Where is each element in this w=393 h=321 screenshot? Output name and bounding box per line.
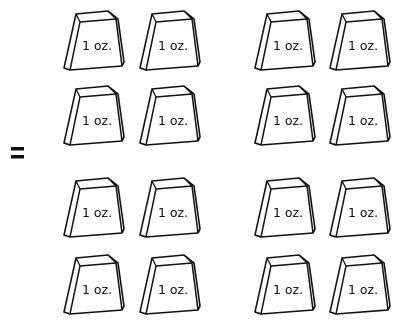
weight-label: 1 oz.	[273, 205, 303, 220]
equals-sign-bottom-bar	[11, 155, 24, 159]
weight-block: 1 oz.	[64, 86, 124, 145]
weight-block: 1 oz.	[64, 11, 124, 70]
weight-block: 1 oz.	[330, 11, 390, 70]
weight-label: 1 oz.	[82, 113, 112, 128]
weight-block: 1 oz.	[64, 178, 124, 237]
weight-block: 1 oz.	[140, 255, 200, 314]
weights-layer: 1 oz. 1 oz. 1 oz. 1 oz. 1 oz. 1 oz. 1 oz. 1 oz.…	[64, 11, 390, 314]
weight-label: 1 oz.	[82, 38, 112, 53]
weight-block: 1 oz.	[255, 11, 315, 70]
weight-block: 1 oz.	[330, 86, 390, 145]
weight-block: 1 oz.	[255, 86, 315, 145]
weight-block: 1 oz.	[140, 86, 200, 145]
weight-block: 1 oz.	[255, 255, 315, 314]
equals-sign	[11, 147, 24, 159]
weight-block: 1 oz.	[330, 178, 390, 237]
weight-label: 1 oz.	[158, 38, 188, 53]
weight-label: 1 oz.	[348, 38, 378, 53]
equals-sign-top-bar	[11, 147, 24, 151]
weight-label: 1 oz.	[158, 113, 188, 128]
weight-block: 1 oz.	[255, 178, 315, 237]
weight-label: 1 oz.	[273, 113, 303, 128]
weight-block: 1 oz.	[330, 255, 390, 314]
weight-label: 1 oz.	[82, 282, 112, 297]
weight-label: 1 oz.	[158, 282, 188, 297]
weight-label: 1 oz.	[348, 282, 378, 297]
weight-label: 1 oz.	[348, 205, 378, 220]
weight-label: 1 oz.	[348, 113, 378, 128]
weight-label: 1 oz.	[82, 205, 112, 220]
weight-block: 1 oz.	[64, 255, 124, 314]
weight-block: 1 oz.	[140, 11, 200, 70]
weight-label: 1 oz.	[273, 282, 303, 297]
weight-label: 1 oz.	[273, 38, 303, 53]
weight-block: 1 oz.	[140, 178, 200, 237]
weight-label: 1 oz.	[158, 205, 188, 220]
